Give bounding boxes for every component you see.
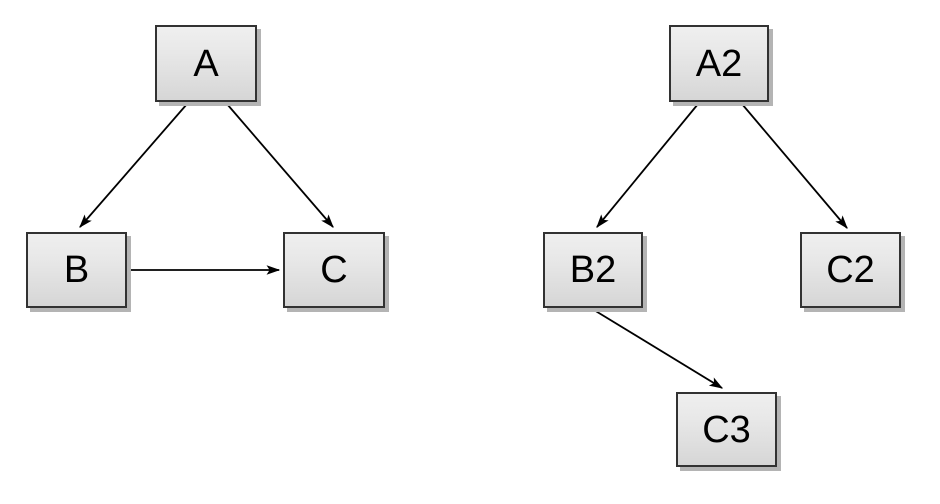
edge-A2-C2 <box>741 103 848 229</box>
edge-B2-C3 <box>593 309 724 389</box>
node-B2-label: B2 <box>569 249 617 291</box>
node-B-label: B <box>63 249 90 291</box>
node-C[interactable]: C <box>283 232 385 308</box>
node-C-label: C <box>320 249 348 291</box>
node-C2-label: C2 <box>826 249 875 291</box>
node-C3[interactable]: C3 <box>676 392 777 467</box>
edge-A-B <box>79 103 188 228</box>
node-C3-label: C3 <box>702 408 751 451</box>
node-A[interactable]: A <box>155 25 257 102</box>
node-B2[interactable]: B2 <box>543 232 643 308</box>
node-A2-label: A2 <box>695 42 743 85</box>
node-B[interactable]: B <box>26 232 127 308</box>
node-A2[interactable]: A2 <box>669 25 769 102</box>
node-C2[interactable]: C2 <box>800 232 901 308</box>
edge-A-C <box>226 103 334 228</box>
edge-A2-B2 <box>596 103 699 228</box>
node-A-label: A <box>193 42 219 85</box>
